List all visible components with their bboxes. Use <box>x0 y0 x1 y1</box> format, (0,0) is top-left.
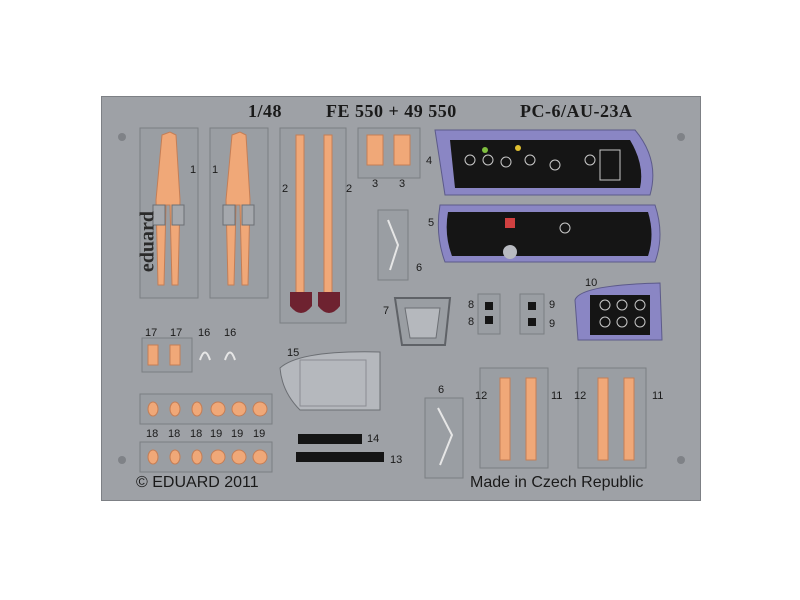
part-number: 18 <box>146 428 159 440</box>
copyright-text: © EDUARD 2011 <box>136 474 259 491</box>
part-number: 19 <box>231 428 244 440</box>
part-number: 11 <box>551 390 563 402</box>
part-2-belt-pair <box>279 127 347 324</box>
part-number: 12 <box>574 390 587 402</box>
part-18-19-row-upper <box>139 393 273 425</box>
part-number: 10 <box>585 277 598 289</box>
catalog-number: FE 550 + 49 550 <box>326 101 457 121</box>
part-number: 16 <box>198 327 211 339</box>
part-number: 8 <box>468 299 475 311</box>
part-number: 5 <box>428 217 435 229</box>
part-5-lower-panel <box>437 204 661 263</box>
part-number: 6 <box>438 384 445 396</box>
scale-label: 1/48 <box>248 101 283 121</box>
part-17-small-copper <box>141 337 193 373</box>
part-number: 18 <box>190 428 203 440</box>
part-6-lever-lower <box>424 397 464 479</box>
part-15-plate <box>279 351 381 411</box>
part-number: 7 <box>383 305 390 317</box>
part-11-12-harness-left <box>479 367 549 469</box>
part-1-belt-set-left <box>139 127 199 299</box>
brand-logo: eduard <box>136 210 159 273</box>
part-10-small-panel <box>574 282 663 341</box>
part-number: 16 <box>224 327 237 339</box>
part-number: 18 <box>168 428 181 440</box>
part-11-12-harness-right <box>577 367 647 469</box>
part-number: 3 <box>372 178 379 190</box>
part-number: 3 <box>399 178 406 190</box>
origin-text: Made in Czech Republic <box>470 474 644 491</box>
part-8-brackets <box>477 293 501 335</box>
part-13-strip <box>296 452 384 462</box>
part-number: 19 <box>210 428 223 440</box>
part-number: 9 <box>549 299 556 311</box>
part-1-belt-set-right <box>209 127 269 299</box>
part-number: 12 <box>475 390 488 402</box>
part-number: 17 <box>170 327 183 339</box>
mounting-holes <box>118 133 685 464</box>
part-number: 9 <box>549 318 556 330</box>
model-name: PC-6/AU-23A <box>520 101 633 121</box>
part-9-brackets <box>519 293 545 335</box>
part-number: 14 <box>367 433 380 445</box>
part-number: 15 <box>287 347 300 359</box>
part-number: 6 <box>416 262 423 274</box>
part-3-pads <box>357 127 421 179</box>
part-number: 2 <box>282 183 289 195</box>
part-14-strip <box>298 434 362 444</box>
part-4-instrument-panel <box>434 129 654 196</box>
part-number: 11 <box>652 390 664 402</box>
part-7-frame <box>393 297 452 346</box>
part-number: 1 <box>190 164 197 176</box>
part-18-19-row-lower <box>139 441 273 473</box>
part-number: 2 <box>346 183 353 195</box>
part-number: 8 <box>468 316 475 328</box>
part-number: 13 <box>390 454 403 466</box>
part-number: 19 <box>253 428 266 440</box>
part-number: 1 <box>212 164 219 176</box>
part-number: 17 <box>145 327 158 339</box>
part-6-lever-upper <box>377 209 409 281</box>
part-number: 4 <box>426 155 433 167</box>
part-16-hooks <box>199 351 236 361</box>
